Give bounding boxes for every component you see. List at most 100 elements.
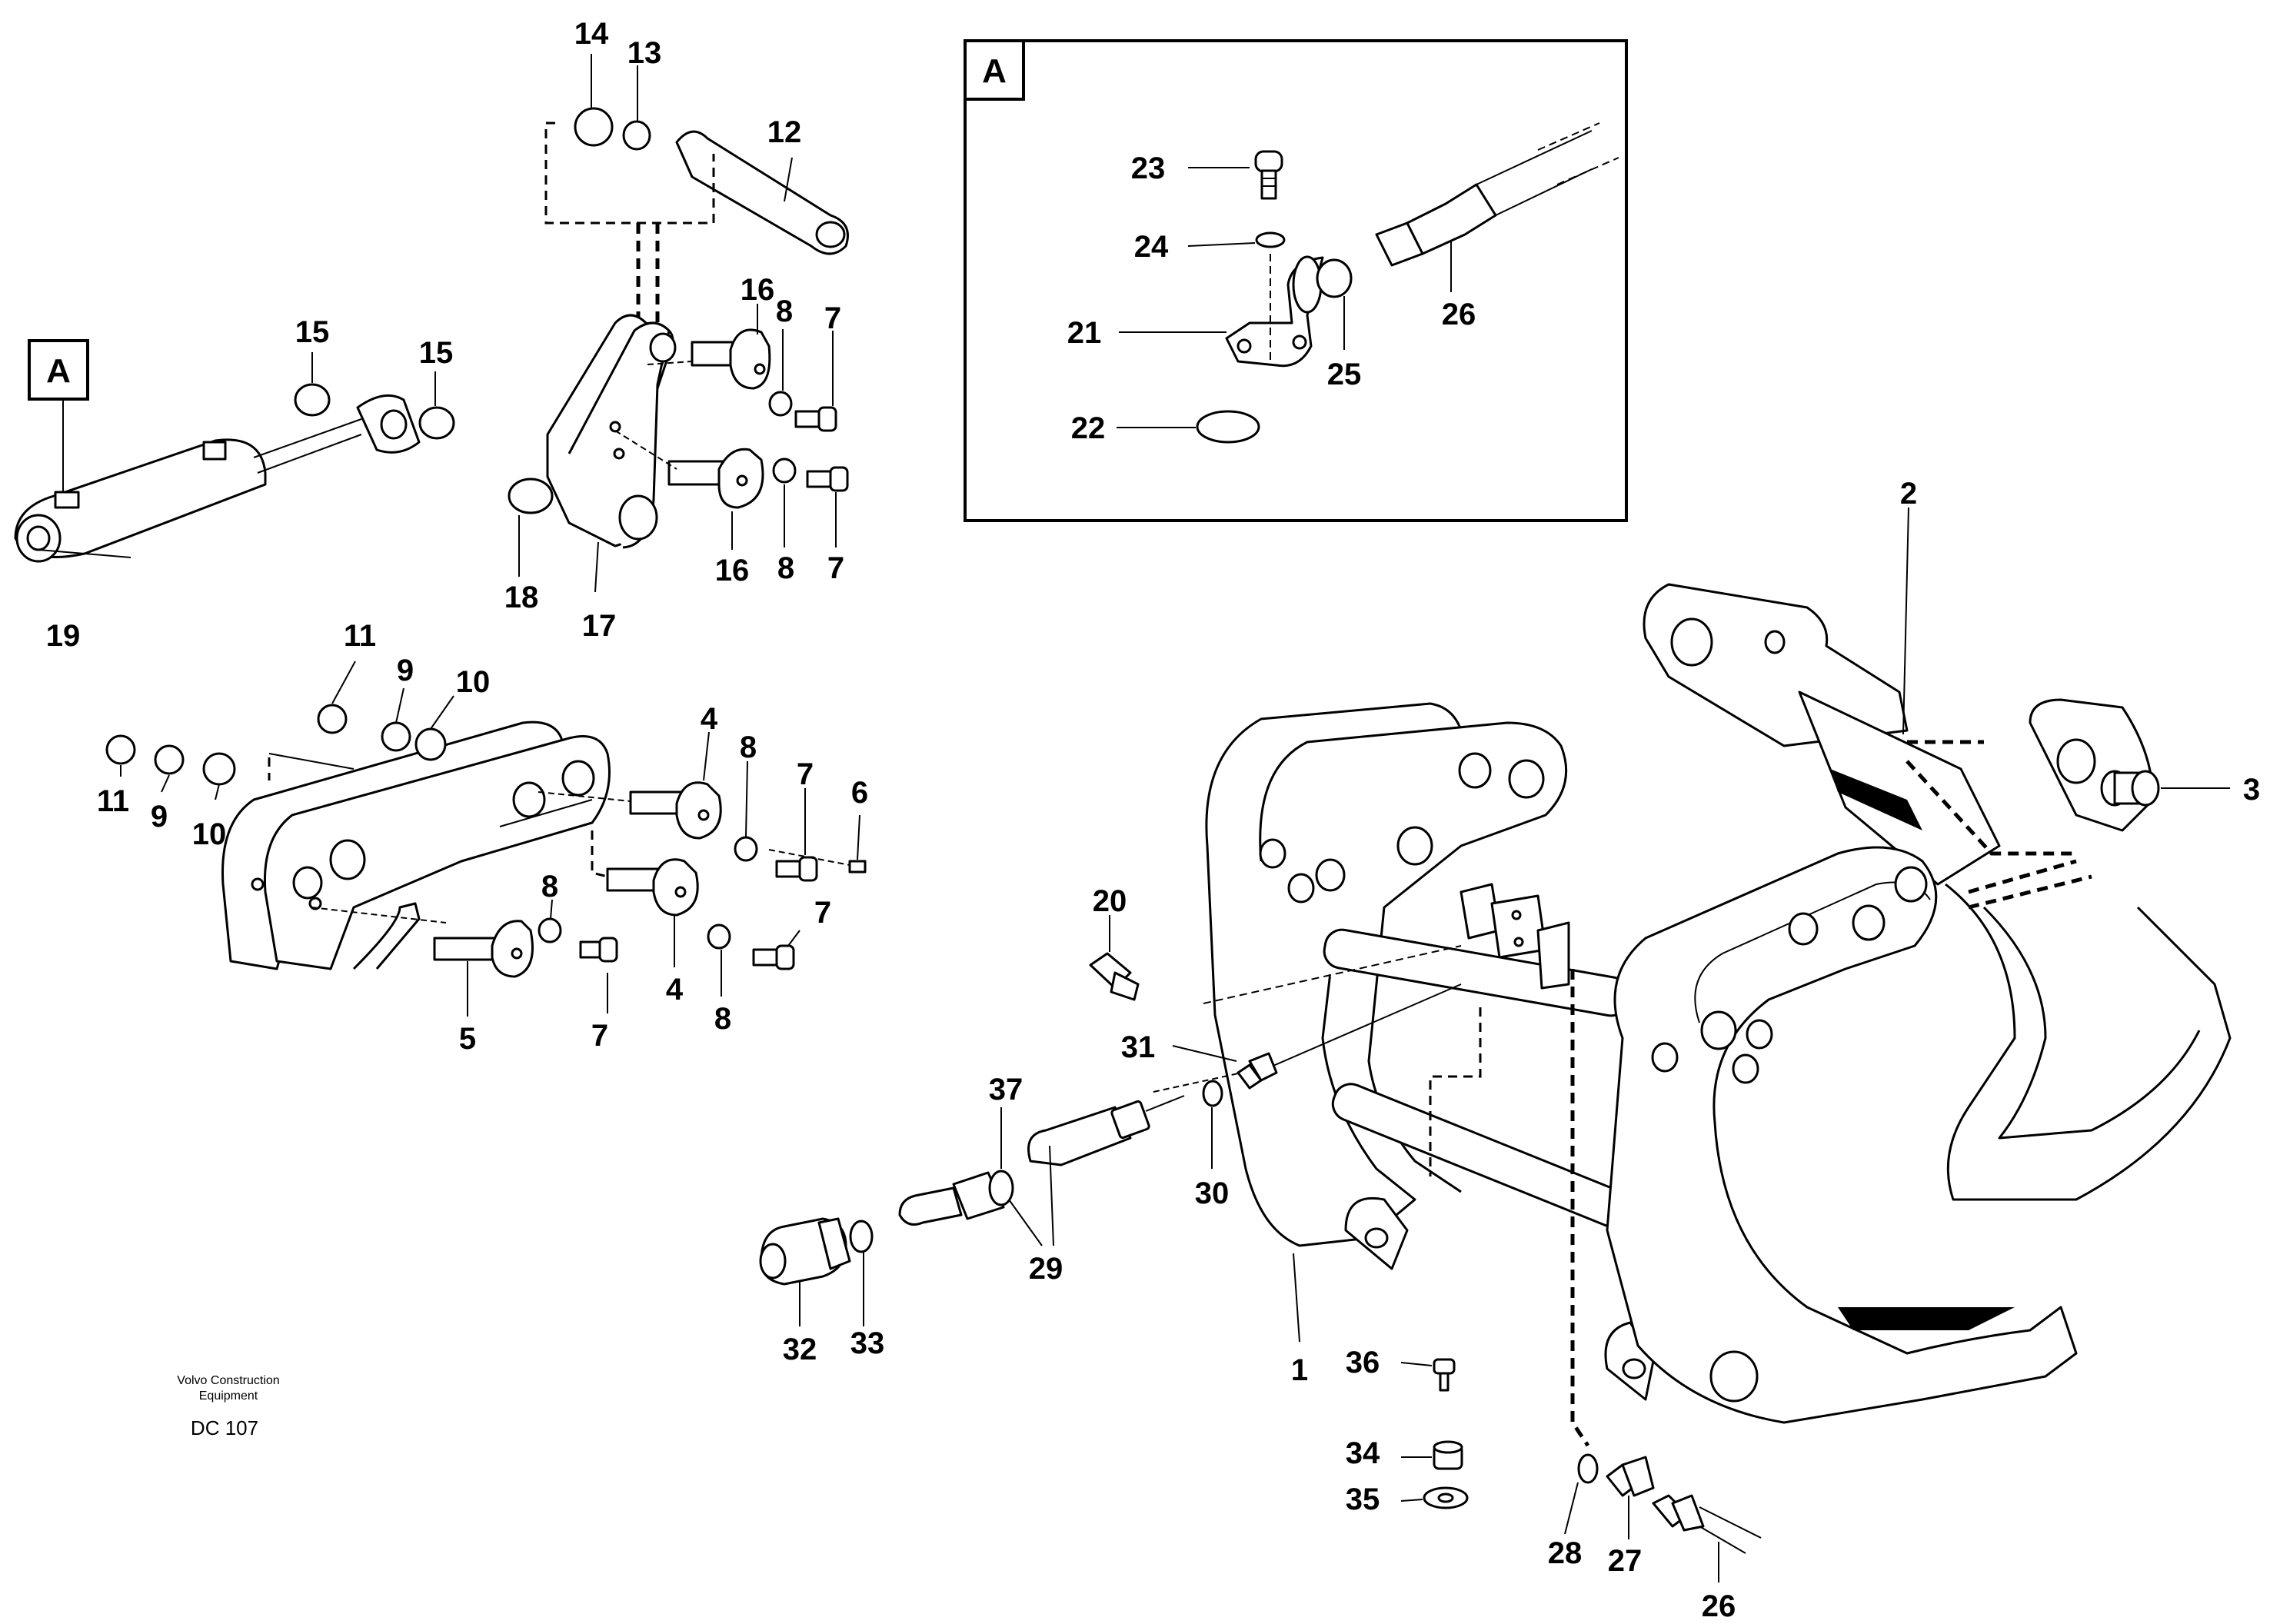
washer-part-8b	[772, 458, 797, 484]
washer-part-10a	[414, 727, 447, 761]
label-31: 31	[1121, 1030, 1156, 1064]
label-28: 28	[1548, 1536, 1583, 1570]
label-9b: 9	[151, 800, 168, 834]
hose-end-part-26	[1652, 1494, 1762, 1582]
label-8d: 8	[541, 870, 558, 904]
bolt-part-7e	[752, 944, 795, 970]
publisher-caption: Volvo Construction Equipment DC 107	[177, 1374, 279, 1439]
bolt-part-7b	[806, 466, 849, 492]
label-2: 2	[1900, 477, 1917, 511]
label-26a: 26	[1442, 298, 1476, 331]
label-24: 24	[1134, 230, 1169, 264]
label-4a: 4	[701, 702, 718, 736]
hose-part-29	[1027, 1095, 1185, 1166]
washer-part-8e	[707, 923, 731, 950]
bushing-part-3	[2100, 770, 2160, 807]
pin-part-16b	[667, 448, 764, 550]
sensor-bracket	[1460, 883, 1570, 990]
pin-part-4b	[606, 858, 699, 917]
nut-part-11b	[105, 734, 136, 765]
label-35: 35	[1346, 1483, 1380, 1516]
label-29: 29	[1029, 1252, 1063, 1286]
label-8b: 8	[777, 551, 794, 585]
label-30: 30	[1195, 1176, 1230, 1210]
label-7d: 7	[814, 896, 831, 930]
label-8e: 8	[714, 1002, 731, 1036]
bushing-part-15b	[418, 406, 455, 440]
washer-part-10b	[202, 752, 236, 786]
label-32: 32	[783, 1333, 817, 1366]
caption-line-1: Volvo Construction	[177, 1374, 279, 1387]
fitting-part-20	[1089, 915, 1140, 1001]
screw-part-23	[1254, 150, 1283, 200]
washer-part-8d	[538, 917, 562, 943]
label-7e: 7	[591, 1019, 608, 1053]
caption-line-2: Equipment	[199, 1389, 258, 1403]
drawing-code: DC 107	[191, 1416, 258, 1439]
bolt-part-7c	[775, 856, 818, 882]
label-15a: 15	[295, 315, 330, 349]
label-6: 6	[851, 776, 868, 810]
washer-part-28	[1577, 1453, 1599, 1484]
label-20: 20	[1093, 884, 1127, 918]
screw-part-6	[848, 860, 867, 874]
label-7b: 7	[827, 551, 844, 585]
label-18: 18	[504, 581, 539, 614]
screw-part-36	[1400, 1358, 1456, 1392]
washer-part-30	[1202, 1080, 1223, 1107]
label-5: 5	[459, 1022, 476, 1056]
washer-part-8c	[734, 836, 758, 862]
label-11b: 11	[97, 784, 129, 818]
clamp-arm-plate-assembly	[221, 720, 611, 970]
label-9a: 9	[397, 654, 414, 687]
label-16b: 16	[715, 554, 750, 587]
washer-part-24	[1255, 231, 1286, 248]
label-21: 21	[1067, 316, 1102, 350]
label-8a: 8	[776, 295, 793, 328]
label-23: 23	[1131, 151, 1166, 185]
yoke-part-2	[1643, 583, 2232, 1201]
washer-part-35	[1400, 1486, 1469, 1509]
elbow-flange-part-21	[1225, 254, 1324, 368]
label-19: 19	[46, 619, 81, 653]
label-34: 34	[1346, 1436, 1380, 1470]
fitting-part-31	[1172, 1045, 1278, 1090]
label-3: 3	[2243, 773, 2260, 807]
label-4b: 4	[666, 973, 684, 1007]
label-14: 14	[574, 17, 609, 51]
label-16a: 16	[741, 273, 775, 307]
washer-part-9b	[154, 744, 185, 775]
pin-part-4a	[629, 781, 722, 840]
label-37: 37	[989, 1073, 1023, 1107]
hose-fitting-part-26	[1375, 122, 1619, 267]
bushing-part-18	[508, 478, 554, 514]
label-7a: 7	[824, 301, 841, 335]
label-25: 25	[1327, 358, 1362, 391]
label-15b: 15	[419, 336, 454, 370]
label-11a: 11	[344, 619, 376, 653]
label-7c: 7	[797, 757, 814, 791]
label-27: 27	[1608, 1544, 1643, 1578]
label-33: 33	[850, 1326, 885, 1360]
washer-part-25	[1316, 258, 1353, 298]
label-17: 17	[582, 609, 617, 643]
fitting-part-37	[898, 1107, 1014, 1226]
pin-part-5	[433, 920, 534, 978]
sensor-part-34	[1401, 1440, 1463, 1470]
label-10b: 10	[192, 817, 227, 851]
label-13: 13	[627, 36, 662, 70]
label-22: 22	[1071, 411, 1106, 445]
label-8c: 8	[740, 730, 757, 764]
hydraulic-cylinder-part-19: A	[14, 339, 421, 563]
washer-part-33	[849, 1220, 874, 1253]
o-ring-part-22	[1196, 410, 1260, 444]
link-bracket-part-17	[518, 314, 677, 593]
label-26b: 26	[1702, 1589, 1736, 1623]
detail-view-a: A	[964, 39, 1628, 522]
label-1: 1	[1291, 1353, 1308, 1387]
link-arm-part-12	[675, 130, 849, 255]
part-number-labels: 1 2 3 4 4 5 6 7 7 7 7 7 8 8 8 8 8 9 9 10…	[46, 17, 2260, 1623]
label-36: 36	[1346, 1346, 1380, 1379]
detail-box-label: A	[982, 52, 1007, 90]
